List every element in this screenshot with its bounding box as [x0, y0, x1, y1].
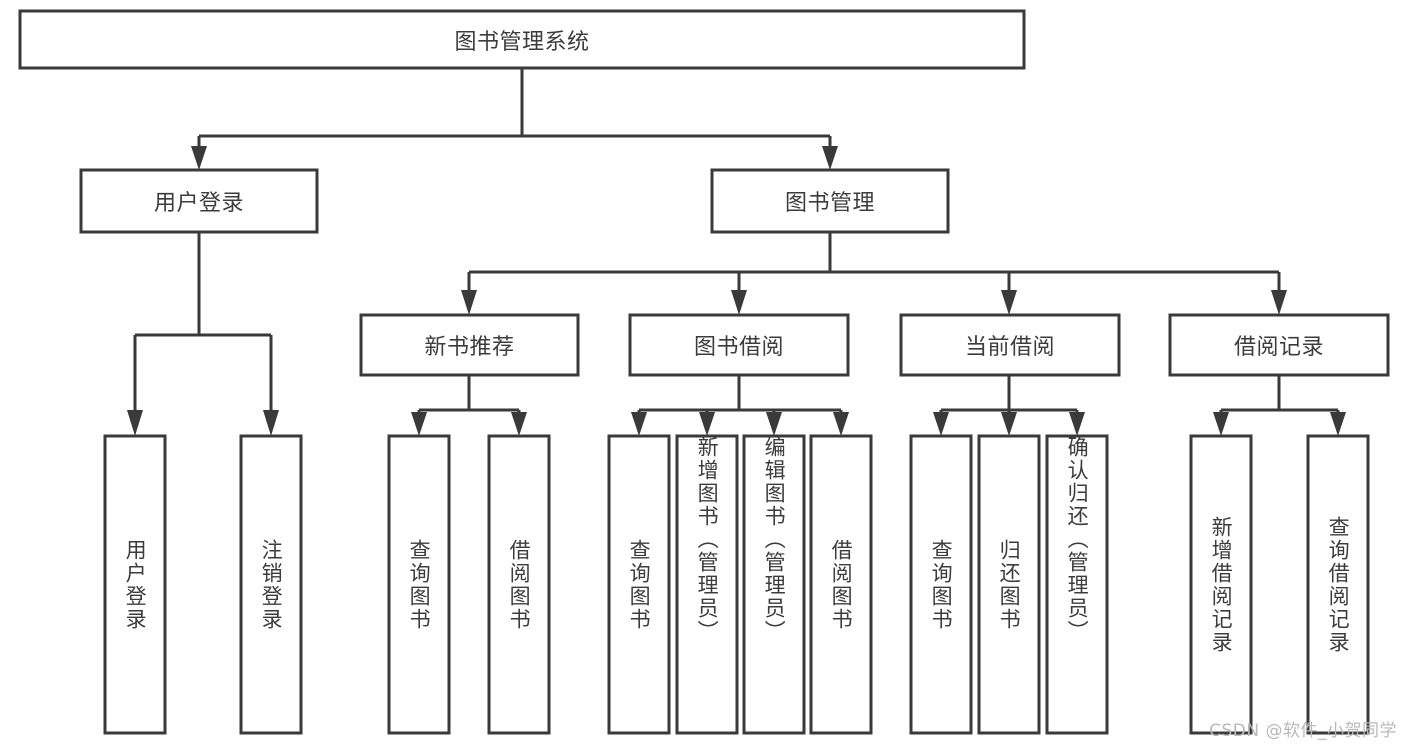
connector-group-current-borrow [933, 375, 1085, 436]
connector-group-book-borrow [631, 375, 849, 436]
connector-group-user-login [127, 232, 279, 436]
arrow-head-leaf-cb-2 [1001, 412, 1017, 436]
node-box-leaf-nbr-2[interactable] [487, 434, 551, 735]
node-box-leaf-bb-1[interactable] [607, 434, 671, 735]
node-box-leaf-cb-3[interactable] [1045, 434, 1109, 735]
arrow-head-leaf-br-1 [1213, 412, 1229, 436]
node-box-leaf-bb-3[interactable] [742, 434, 806, 735]
arrow-head-new-book-recommend [461, 290, 477, 315]
arrow-head-leaf-bb-1 [631, 412, 647, 436]
watermark-credit: CSDN @软件_小贺同学 [1209, 721, 1397, 741]
node-box-user-login[interactable] [79, 168, 319, 234]
node-box-root[interactable] [18, 9, 1026, 70]
arrow-head-user-login [191, 146, 207, 170]
node-box-book-borrow[interactable] [628, 313, 850, 377]
node-box-leaf-cb-1[interactable] [909, 434, 973, 735]
node-box-leaf-user-login-1[interactable] [103, 434, 167, 735]
arrow-head-leaf-bb-3 [766, 412, 782, 436]
connector-group-borrow-record [1213, 375, 1346, 436]
arrow-head-current-borrow [1001, 290, 1017, 315]
arrow-head-leaf-cb-3 [1069, 412, 1085, 436]
arrow-head-leaf-br-2 [1330, 412, 1346, 436]
node-box-borrow-record[interactable] [1168, 313, 1390, 377]
arrow-head-leaf-nbr-1 [411, 412, 427, 436]
node-box-book-management[interactable] [710, 168, 950, 234]
connector-group-book-mgmt [461, 232, 1287, 315]
node-box-current-borrow[interactable] [899, 313, 1121, 377]
arrow-head-leaf-bb-2 [699, 412, 715, 436]
arrow-head-leaf-user-login-1 [127, 410, 143, 436]
node-box-leaf-br-1[interactable] [1189, 434, 1253, 735]
arrow-head-leaf-user-login-2 [263, 410, 279, 436]
node-box-new-book-recommend[interactable] [359, 313, 580, 377]
node-box-leaf-br-2[interactable] [1306, 434, 1370, 735]
connector-group-root [191, 68, 838, 170]
node-box-leaf-cb-2[interactable] [977, 434, 1041, 735]
node-box-leaf-nbr-1[interactable] [387, 434, 451, 735]
arrow-head-leaf-nbr-2 [511, 412, 527, 436]
arrow-head-book-mgmt [822, 146, 838, 170]
node-box-leaf-user-login-2[interactable] [239, 434, 303, 735]
arrow-head-leaf-cb-1 [933, 412, 949, 436]
arrow-head-leaf-bb-4 [833, 412, 849, 436]
arrow-head-borrow-record [1271, 290, 1287, 315]
node-box-leaf-bb-4[interactable] [809, 434, 873, 735]
connector-group-new-book-recommend [411, 375, 527, 436]
node-box-leaf-bb-2[interactable] [675, 434, 739, 735]
arrow-head-book-borrow [731, 290, 747, 315]
